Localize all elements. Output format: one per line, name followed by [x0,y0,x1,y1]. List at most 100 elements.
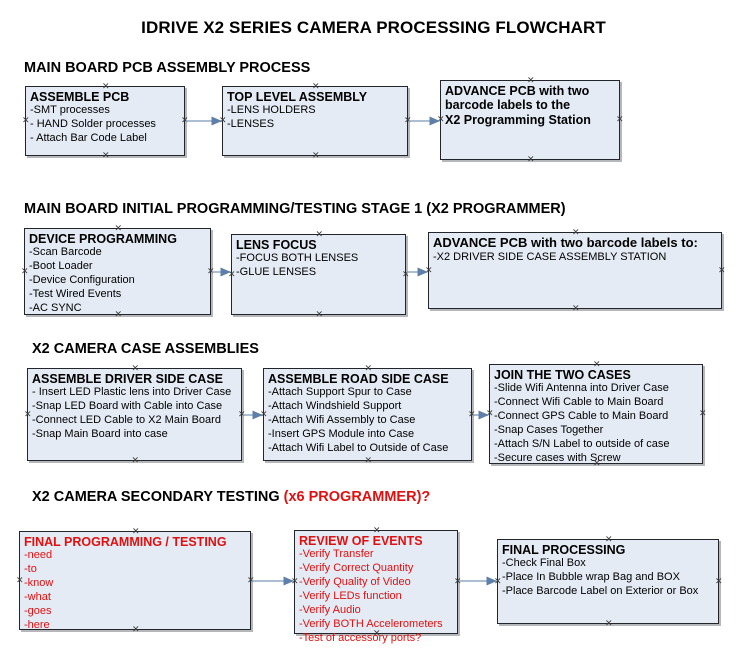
resize-handle-top[interactable]: ✕ [312,81,320,91]
section-heading-accent: (x6 PROGRAMMER)? [283,489,431,505]
box-line: -Place In Bubble wrap Bag and BOX [502,571,680,584]
box-title: ADVANCE PCB with two barcode labels to: [433,235,698,250]
box-line: -Verify Correct Quantity [299,562,414,575]
resize-handle-top[interactable]: ✕ [315,229,324,239]
resize-handle-left[interactable]: ✕ [291,576,299,586]
resize-handle-top[interactable]: ✕ [593,359,601,369]
box-line: -Check Final Box [502,557,586,570]
box-line: -Attach S/N Label to outside of case [494,437,670,450]
resize-handle-right[interactable]: ✕ [404,115,412,125]
resize-handle-left[interactable]: ✕ [22,115,30,125]
box-line: -LENS HOLDERS [227,104,316,117]
resize-handle-bottom[interactable]: ✕ [605,618,613,628]
resize-handle-left[interactable]: ✕ [494,575,502,586]
box-line: -Secure cases with Screw [494,451,621,464]
box-line: -goes [24,604,52,617]
resize-handle-bottom[interactable]: ✕ [572,303,580,313]
box-line: -Place Barcode Label on Exterior or Box [502,585,699,598]
box-line: -Slide Wifi Antenna into Driver Case [494,382,669,395]
box-line: -Verify Transfer [299,548,374,561]
section-heading-text: MAIN BOARD PCB ASSEMBLY PROCESS [24,60,311,76]
box-title: TOP LEVEL ASSEMBLY [227,90,368,104]
box-line: - Attach Bar Code Label [30,132,147,145]
box-line: - HAND Solder processes [30,118,156,131]
flow-box-final-programming-testing[interactable]: FINAL PROGRAMMING / TESTING -need -to -k… [16,526,255,634]
resize-handle-bottom[interactable]: ✕ [312,150,320,160]
box-title: ASSEMBLE PCB [30,90,130,104]
flow-box-top-level-assembly[interactable]: TOP LEVEL ASSEMBLY -LENS HOLDERS -LENSES… [219,81,412,160]
resize-handle-right[interactable]: ✕ [454,576,462,586]
resize-handle-right[interactable]: ✕ [468,408,476,419]
section-heading-main-board-initial-programming: MAIN BOARD INITIAL PROGRAMMING/TESTING S… [24,201,566,217]
box-line: -Attach Windshield Support [268,400,402,413]
resize-handle-left[interactable]: ✕ [228,268,236,279]
resize-handle-right[interactable]: ✕ [718,264,726,275]
resize-handle-top[interactable]: ✕ [131,363,140,373]
resize-handle-right[interactable]: ✕ [238,408,246,419]
flow-box-final-processing[interactable]: FINAL PROCESSING -Check Final Box -Place… [494,534,723,628]
box-title: REVIEW OF EVENTS [299,534,423,548]
flow-box-device-programming[interactable]: DEVICE PROGRAMMING -Scan Barcode -Boot L… [21,223,215,319]
resize-handle-right[interactable]: ✕ [207,265,215,276]
section-heading-x2-camera-secondary-testing: X2 CAMERA SECONDARY TESTING (x6 PROGRAMM… [32,489,430,505]
resize-handle-bottom[interactable]: ✕ [315,309,324,319]
box-line: -what [24,590,51,603]
box-line: -Attach Wifi Assembly to Case [268,414,416,427]
flow-box-advance-pcb-to-driver-side-case-assembly[interactable]: ADVANCE PCB with two barcode labels to: … [425,228,726,313]
box-line: -Device Configuration [29,274,135,287]
box-line: -Scan Barcode [29,246,102,259]
flow-box-assemble-pcb[interactable]: ASSEMBLE PCB -SMT processes - HAND Solde… [22,81,189,160]
box-line: -GLUE LENSES [236,266,317,279]
resize-handle-top[interactable]: ✕ [605,534,613,544]
box-line: -Attach Wifi Label to Outside of Case [268,441,449,454]
section-heading-x2-camera-case-assemblies: X2 CAMERA CASE ASSEMBLIES [32,341,259,357]
resize-handle-right[interactable]: ✕ [699,408,707,418]
resize-handle-right[interactable]: ✕ [402,268,410,279]
resize-handle-left[interactable]: ✕ [425,264,433,275]
resize-handle-top[interactable]: ✕ [364,363,373,373]
box-title: LENS FOCUS [236,238,317,252]
box-line: -Verify LEDs function [299,589,402,602]
flow-box-advance-pcb-to-x2-programming-station[interactable]: ADVANCE PCB with two barcode labels to t… [437,75,624,164]
resize-handle-left[interactable]: ✕ [486,408,494,418]
resize-handle-top[interactable]: ✕ [527,75,535,85]
resize-handle-right[interactable]: ✕ [247,574,255,585]
box-line: -Insert GPS Module into Case [268,427,415,440]
box-line: -Verify Quality of Video [299,576,411,589]
resize-handle-bottom[interactable]: ✕ [131,455,140,465]
box-line: -Connect LED Cable to X2 Main Board [32,414,221,427]
box-title: JOIN THE TWO CASES [494,368,631,382]
resize-handle-bottom[interactable]: ✕ [364,455,373,465]
box-line: -Test Wired Events [29,287,122,300]
resize-handle-left[interactable]: ✕ [16,574,24,585]
resize-handle-top[interactable]: ✕ [114,223,123,233]
flow-box-join-the-two-cases[interactable]: JOIN THE TWO CASES -Slide Wifi Antenna i… [486,359,707,468]
resize-handle-left[interactable]: ✕ [24,408,32,419]
flow-box-assemble-road-side-case[interactable]: ASSEMBLE ROAD SIDE CASE -Attach Support … [260,363,476,465]
resize-handle-bottom[interactable]: ✕ [102,150,110,160]
box-line: -Connect GPS Cable to Main Board [494,410,669,423]
resize-handle-bottom[interactable]: ✕ [527,154,535,164]
resize-handle-top[interactable]: ✕ [102,81,110,91]
box-line: -here [24,618,50,631]
resize-handle-top[interactable]: ✕ [132,526,140,536]
flow-box-lens-focus[interactable]: LENS FOCUS -FOCUS BOTH LENSES -GLUE LENS… [228,229,410,319]
resize-handle-left[interactable]: ✕ [437,114,445,124]
resize-handle-right[interactable]: ✕ [181,115,189,125]
box-line: -need [24,549,53,562]
box-title: ASSEMBLE DRIVER SIDE CASE [32,372,224,386]
resize-handle-right[interactable]: ✕ [715,575,723,586]
resize-handle-left[interactable]: ✕ [21,265,29,276]
resize-handle-right[interactable]: ✕ [616,114,624,124]
resize-handle-left[interactable]: ✕ [219,115,227,125]
box-title: FINAL PROGRAMMING / TESTING [24,535,227,549]
box-line: -to [24,563,37,576]
box-title: FINAL PROCESSING [502,543,626,557]
flow-box-review-of-events[interactable]: REVIEW OF EVENTS -Verify Transfer -Verif… [291,525,462,644]
flow-box-assemble-driver-side-case[interactable]: ASSEMBLE DRIVER SIDE CASE - Insert LED P… [24,363,246,465]
resize-handle-left[interactable]: ✕ [260,408,268,419]
box-title: ADVANCE PCB with two [445,84,590,98]
resize-handle-top[interactable]: ✕ [373,525,381,535]
box-title: DEVICE PROGRAMMING [29,232,177,246]
box-line: -LENSES [227,118,275,131]
